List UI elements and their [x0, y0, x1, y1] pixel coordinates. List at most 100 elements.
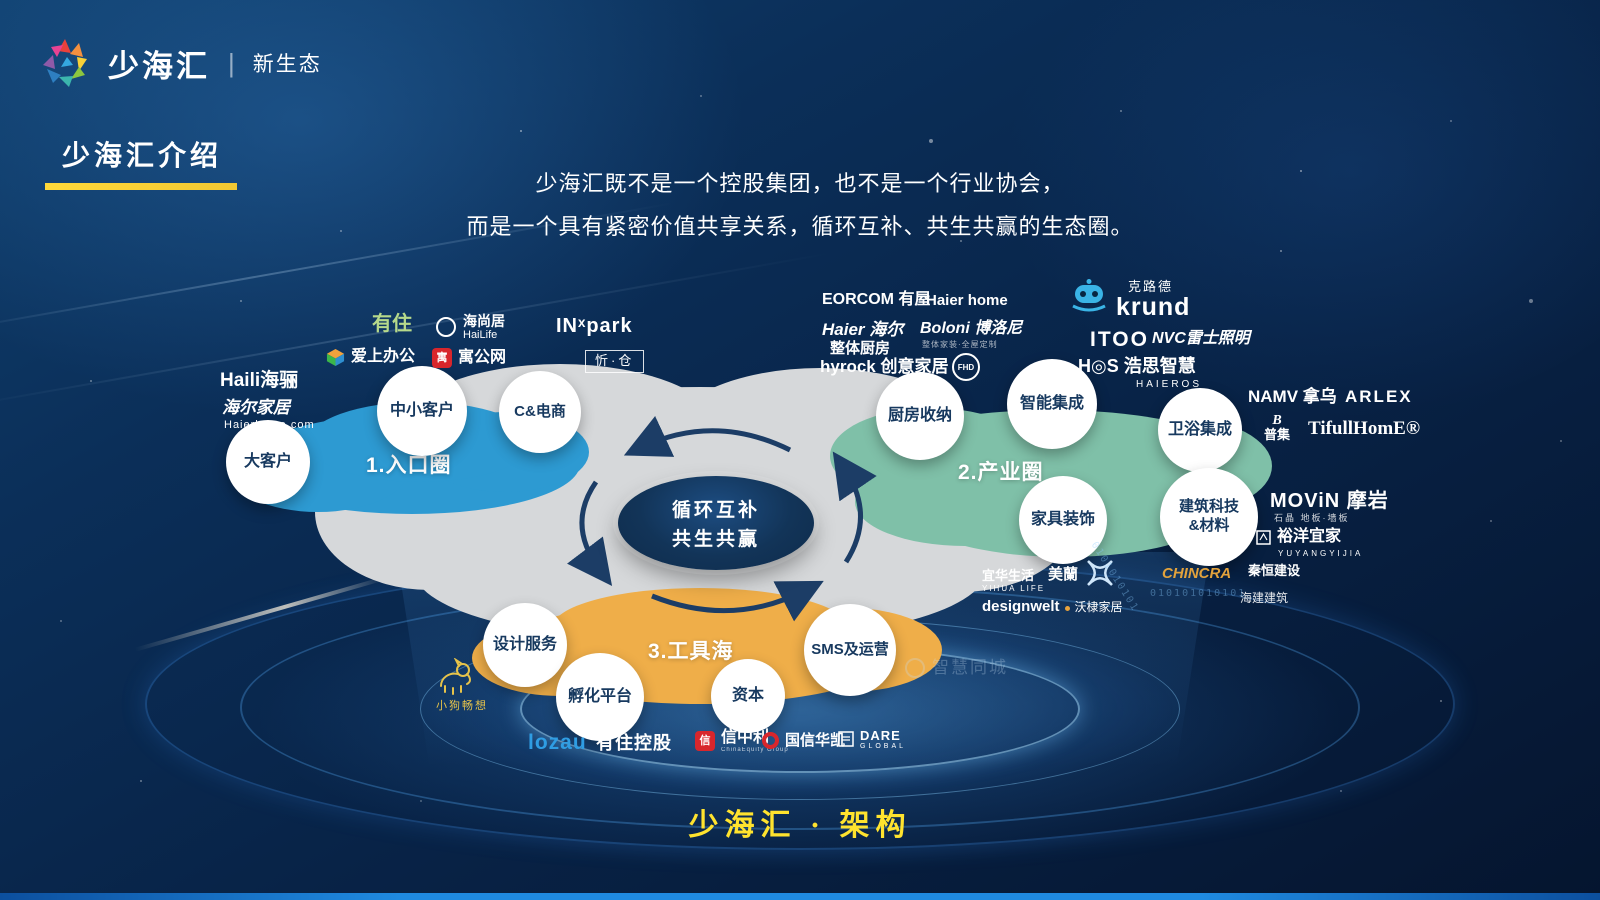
- intro-text: 少海汇既不是一个控股集团，也不是一个行业协会， 而是一个具有紧密价值共享关系，循…: [200, 162, 1400, 248]
- logo-aishangbangong: 爱上办公: [326, 348, 415, 367]
- bubble-sme-clients: 中小客户: [377, 366, 467, 456]
- yuyang-label: 裕洋宜家: [1277, 528, 1342, 545]
- yihua-cn: 宜华生活: [982, 568, 1035, 583]
- logo-fhd-badge: FHD: [952, 353, 980, 381]
- logo-yugongwang: 寓 寓公网: [432, 348, 506, 368]
- bubble-furniture-decor: 家具装饰: [1019, 476, 1107, 564]
- designwelt-dot-icon: [1064, 606, 1070, 611]
- logo-xincang: 忻·仓: [585, 350, 645, 373]
- bubble-capital: 资本: [711, 659, 785, 733]
- yuyang-icon: [1256, 529, 1271, 545]
- krund-robot-icon: [1072, 279, 1106, 312]
- bubble-smart-integration: 智能集成: [1007, 359, 1097, 449]
- yihua-en: YIHUA LIFE: [982, 583, 1046, 593]
- logo-eorcom: EORCOM 有屋: [822, 291, 931, 308]
- logo-nvc: NVC雷士照明: [1152, 330, 1250, 347]
- logo-yihua: 宜华生活 YIHUA LIFE: [982, 568, 1045, 593]
- logo-xinzhongli: 信 信中利 ChinaEquity Group: [695, 729, 789, 753]
- starfield: [0, 0, 2, 2]
- logo-inpark: INˣpark: [556, 315, 633, 337]
- logo-haierhome: Haier home: [926, 292, 1008, 309]
- bubble-design-service: 设计服务: [483, 603, 567, 687]
- intro-line-1: 少海汇既不是一个控股集团，也不是一个行业协会，: [535, 171, 1065, 196]
- logo-haierjiaju: 海尔家居: [222, 398, 290, 417]
- dare-icon: [838, 731, 854, 748]
- logo-qinheng: 秦恒建设: [1248, 563, 1301, 578]
- haishangju-cn: 海尚居: [463, 313, 505, 329]
- logo-arlex: ARLEX: [1345, 387, 1413, 406]
- dare-sub: GLOBAL: [860, 742, 907, 750]
- logo-xiaogou: 小狗畅想: [436, 700, 488, 712]
- bubble-sms-operation: SMS及运营: [804, 604, 896, 696]
- comet-streak: [134, 576, 386, 652]
- bubble-incubation: 孵化平台: [556, 653, 644, 741]
- brand-name: 少海汇: [108, 48, 210, 84]
- logo-movin-sub: 石晶 地板·墙板: [1274, 513, 1350, 523]
- intro-line-2: 而是一个具有紧密价值共享关系，循环互补、共生共赢的生态圈。: [466, 214, 1134, 239]
- logo-krund: krund: [1116, 293, 1191, 321]
- center-line-2: 共生共赢: [671, 529, 760, 550]
- puji-label: 普集: [1264, 427, 1291, 443]
- logo-namv: NAMV 拿乌: [1248, 387, 1337, 406]
- bottom-accent-bar: [0, 893, 1600, 900]
- watermark-label: 智慧同城: [932, 658, 1008, 678]
- yugongwang-icon: 寓: [432, 348, 452, 368]
- platform-ring-mid: [240, 585, 1360, 830]
- footer-caption: 少海汇 · 架构: [688, 809, 912, 842]
- logo-dare: DARE GLOBAL: [838, 729, 906, 750]
- logo-haier-script: Haier 海尔: [822, 320, 904, 339]
- bubble-bath-integration: 卫浴集成: [1158, 388, 1242, 472]
- xinzhongli-seal-icon: 信: [695, 731, 715, 752]
- haishangju-en: HaiLife: [463, 329, 498, 342]
- binary-decor-b: 010101010101: [1150, 588, 1247, 599]
- logo-guoxinhuakai: 国信华凯: [762, 732, 846, 750]
- logo-puji: B 普集: [1264, 413, 1290, 443]
- bubble-building-tech: 建筑科技 &材料: [1160, 468, 1258, 566]
- brand-divider: |: [228, 47, 235, 78]
- brand-pinwheel-icon: [43, 39, 87, 87]
- logo-hos: H◎S 浩思智慧: [1078, 356, 1196, 376]
- yugongwang-label: 寓公网: [458, 348, 507, 366]
- puji-mark: B: [1272, 413, 1282, 428]
- logo-yuyang-sub: YUYANGYIJIA: [1278, 549, 1364, 558]
- title-underline: [45, 183, 237, 190]
- logo-krund-cn: 克路德: [1128, 279, 1174, 294]
- x-brand-icon: [1087, 560, 1113, 586]
- aishangbangong-label: 爱上办公: [351, 348, 416, 366]
- watermark-icon: [905, 658, 925, 678]
- logo-designwelt: designwelt 沃棣家居: [982, 598, 1123, 615]
- logo-haier-kitchen: 整体厨房: [830, 340, 891, 357]
- tool-circle-label: 3.工具海: [648, 640, 734, 663]
- dare-label: DARE: [860, 728, 901, 743]
- logo-chincra: CHINCRA: [1162, 565, 1232, 582]
- designwelt-label: designwelt: [982, 598, 1060, 615]
- logo-meilan: 美蘭: [1048, 566, 1079, 583]
- logo-haili: Haili海骊: [220, 370, 299, 391]
- logo-tifullhome: TifullHomE®: [1308, 418, 1421, 439]
- logo-lozau: lozau: [528, 731, 587, 754]
- industry-circle-label: 2.产业圈: [958, 461, 1044, 484]
- center-line-1: 循环互补: [671, 500, 760, 521]
- building-tech-line-1: 建筑科技: [1178, 498, 1239, 516]
- logo-youzhu-holding: 有住控股: [596, 733, 672, 753]
- entry-circle-label: 1.入口圈: [366, 454, 452, 477]
- wodi-label: 沃棣家居: [1074, 600, 1123, 614]
- logo-itoo: ITOO: [1090, 328, 1149, 351]
- brand-tagline: 新生态: [252, 53, 322, 76]
- dog-sketch-icon: [440, 658, 471, 695]
- logo-hyrock: hyrock 创意家居: [820, 357, 949, 376]
- bubble-ecommerce: C&电商: [499, 371, 581, 453]
- guoxinhuakai-icon: [762, 732, 779, 750]
- aishangbangong-cube-icon: [326, 348, 345, 367]
- logo-youzhu: 有住: [372, 313, 412, 335]
- guoxinhuakai-label: 国信华凯: [785, 732, 846, 749]
- logo-yuyang: 裕洋宜家: [1256, 528, 1341, 546]
- watermark-zhihuitongcheng: 智慧同城: [905, 658, 1008, 678]
- logo-haijian: 海建建筑: [1240, 591, 1289, 605]
- logo-haierjiaju-en: Haierhome.com: [224, 419, 315, 431]
- bubble-major-clients: 大客户: [226, 420, 310, 504]
- logo-haishangju: 海尚居 HaiLife: [436, 313, 505, 342]
- center-circle: 循环互补 共生共赢: [618, 476, 814, 570]
- logo-boloni: Boloni 博洛尼: [920, 320, 1023, 337]
